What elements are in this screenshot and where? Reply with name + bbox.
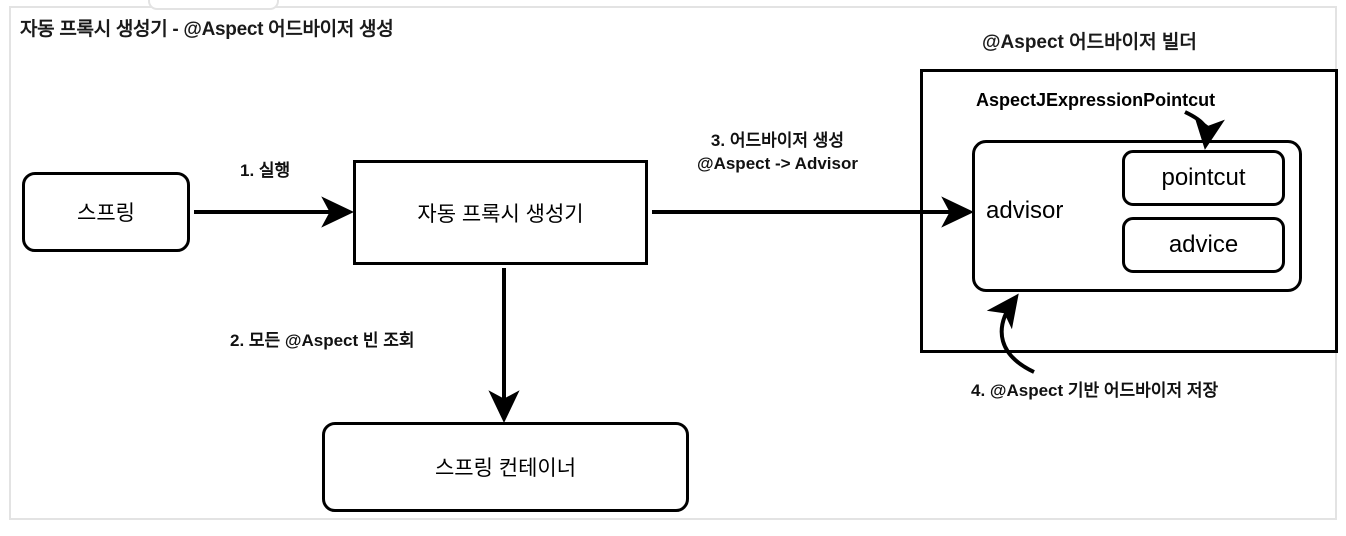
page-title: 자동 프록시 생성기 - @Aspect 어드바이저 생성	[20, 19, 394, 40]
node-advice-label: advice	[1168, 231, 1239, 258]
node-pointcut[interactable]: pointcut	[1122, 150, 1285, 206]
group-builder-title: @Aspect 어드바이저 빌더	[982, 32, 1197, 53]
edge-label-step4: 4. @Aspect 기반 어드바이저 저장	[971, 381, 1219, 400]
node-advisor-label: advisor	[986, 197, 1064, 224]
edge-label-step3-line1: 3. 어드바이저 생성	[710, 131, 845, 150]
edge-label-step2: 2. 모든 @Aspect 빈 조회	[230, 331, 415, 350]
edge-label-step3: 3. 어드바이저 생성 @Aspect -> Advisor	[697, 130, 858, 176]
top-tab-notch	[148, 0, 279, 10]
pointcut-class-label: AspectJExpressionPointcut	[976, 90, 1216, 110]
node-spring-container[interactable]: 스프링 컨테이너	[322, 422, 689, 512]
node-advice[interactable]: advice	[1122, 217, 1285, 273]
node-spring[interactable]: 스프링	[22, 172, 190, 252]
node-spring-container-label: 스프링 컨테이너	[434, 457, 577, 480]
edge-label-step1: 1. 실행	[240, 161, 291, 180]
node-auto-proxy-creator-label: 자동 프록시 생성기	[417, 202, 584, 226]
node-pointcut-label: pointcut	[1161, 164, 1246, 191]
node-spring-label: 스프링	[77, 202, 135, 225]
node-auto-proxy-creator[interactable]: 자동 프록시 생성기	[353, 160, 648, 265]
edge-label-step3-line2: @Aspect -> Advisor	[697, 153, 858, 173]
